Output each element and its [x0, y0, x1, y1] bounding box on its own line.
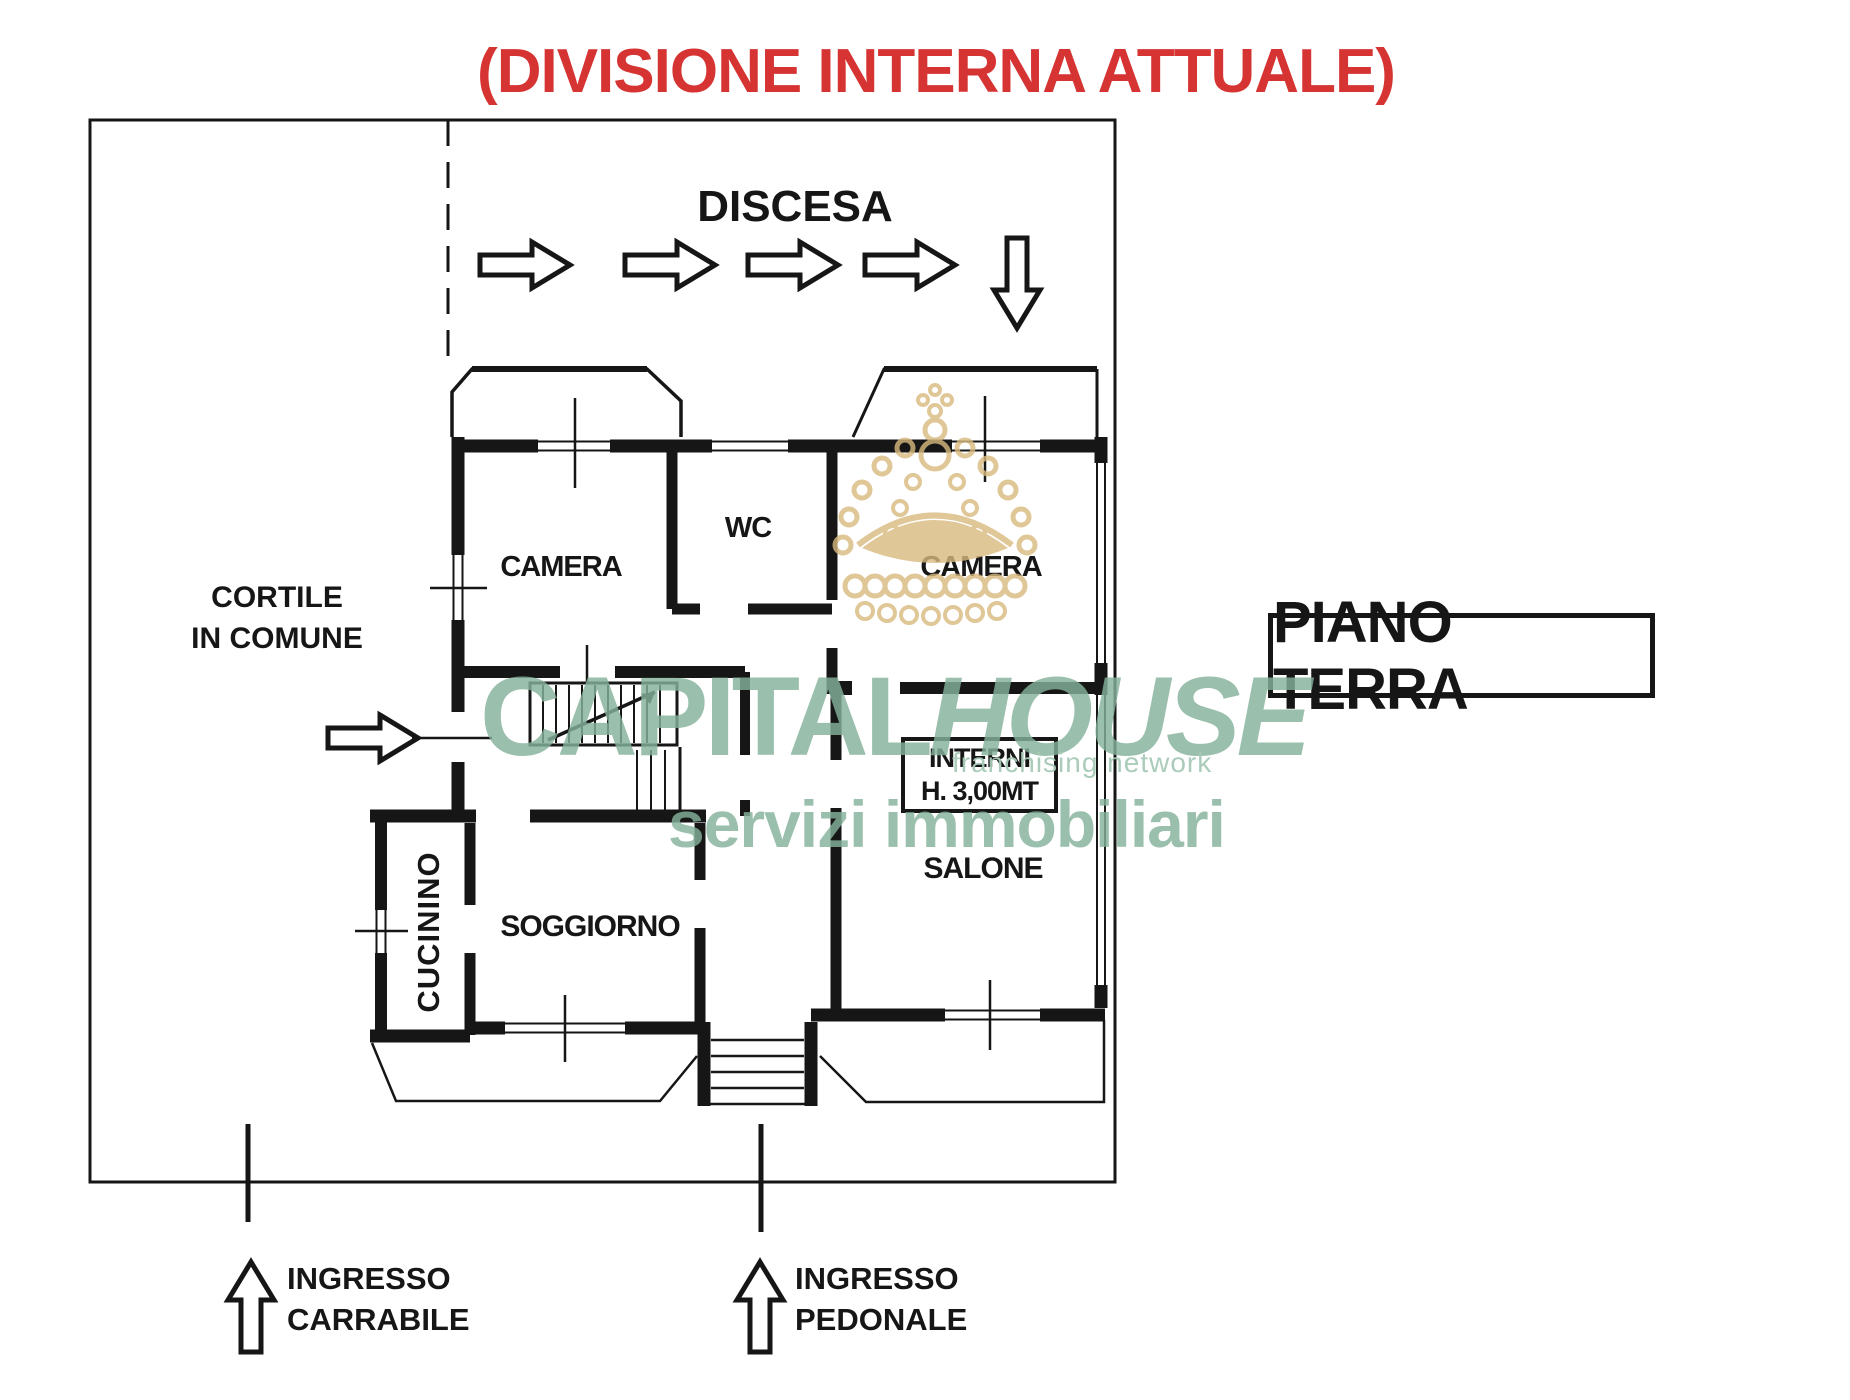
room-label-soggiorno: SOGGIORNO	[500, 910, 680, 943]
discesa-label: DISCESA	[697, 182, 893, 231]
carrabile-line1: INGRESSO	[287, 1261, 451, 1296]
interni-line2: H. 3,00MT	[920, 776, 1039, 806]
interni-line1: INTERNI	[929, 743, 1031, 773]
room-label-camera-left: CAMERA	[500, 551, 622, 583]
piano-terra-box: PIANO TERRA	[1268, 590, 1655, 722]
room-label-salone: SALONE	[923, 852, 1043, 885]
discesa-arrows-icon	[480, 238, 1040, 328]
ingresso-pedonale-label: INGRESSO PEDONALE	[795, 1258, 967, 1340]
carrabile-up-arrow-icon	[228, 1262, 274, 1352]
cortile-line2: IN COMUNE	[191, 622, 363, 655]
pedonale-line1: INGRESSO	[795, 1261, 959, 1296]
pedonale-line2: PEDONALE	[795, 1302, 968, 1337]
building-walls	[355, 366, 1108, 1106]
page-title: (DIVISIONE INTERNA ATTUALE)	[477, 37, 1396, 106]
entrance-markers	[228, 1124, 783, 1352]
room-label-camera-right: CAMERA	[920, 551, 1042, 583]
piano-terra-label: PIANO TERRA	[1273, 589, 1469, 722]
courtyard-entrance-arrow-icon	[328, 715, 418, 761]
down-arrow-icon	[994, 238, 1040, 328]
carrabile-line2: CARRABILE	[287, 1302, 470, 1337]
lot-boundary	[88, 118, 1117, 1184]
cortile-line1: CORTILE	[211, 581, 343, 614]
room-label-wc: WC	[724, 512, 772, 544]
room-label-cucinino: CUCININO	[411, 851, 446, 1013]
cortile-label: CORTILE IN COMUNE	[191, 577, 363, 659]
interni-height-box: INTERNI H. 3,00MT	[901, 737, 1058, 813]
pedonale-up-arrow-icon	[737, 1262, 783, 1352]
ingresso-carrabile-label: INGRESSO CARRABILE	[287, 1258, 470, 1340]
